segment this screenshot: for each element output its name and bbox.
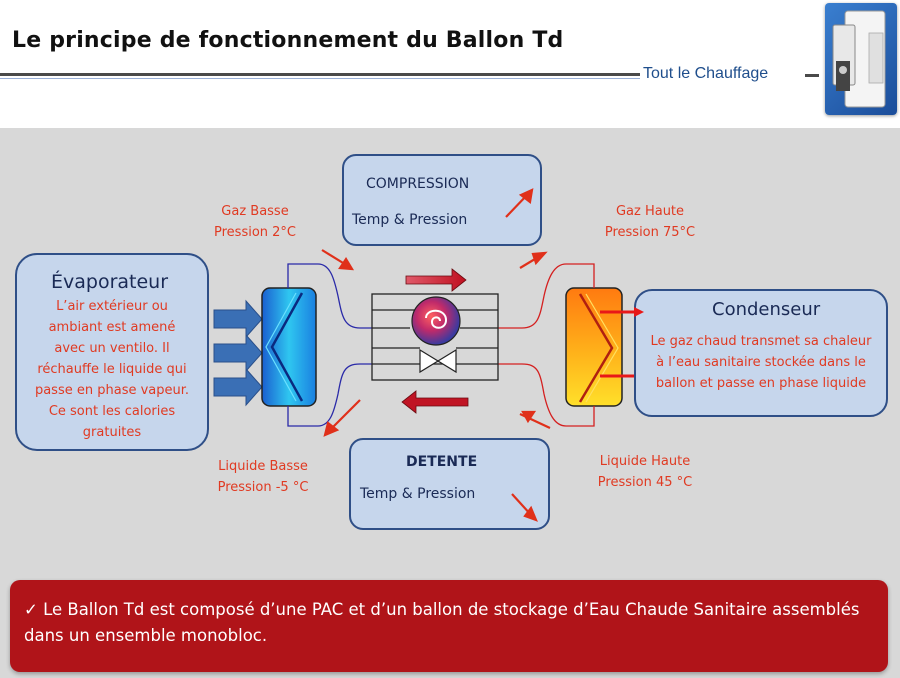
flow-arrow-right (405, 268, 467, 292)
liquide-haute-pressure: Pression 45 °C (597, 475, 693, 490)
summary-text: Le Ballon Td est composé d’une PAC et d’… (24, 600, 860, 645)
detente-title: DETENTE (406, 454, 478, 470)
summary-banner: ✓ Le Ballon Td est composé d’une PAC et … (10, 580, 888, 672)
air-inlet-arrows (213, 299, 263, 407)
compressor-icon (411, 296, 461, 346)
condenseur-line: Le gaz chaud transmet sa chaleur (650, 334, 872, 349)
condenseur-line: à l’eau sanitaire stockée dans le (656, 355, 866, 370)
page-title: Le principe de fonctionnement du Ballon … (12, 28, 564, 53)
compression-subtitle: Temp & Pression (352, 212, 468, 228)
product-logo (825, 3, 897, 115)
compression-box: COMPRESSION Temp & Pression (342, 154, 542, 246)
evaporateur-line: gratuites (82, 425, 142, 440)
evaporateur-line: passe en phase vapeur. (34, 383, 190, 398)
low-pressure-piping (287, 263, 372, 427)
evaporateur-line: L’air extérieur ou (56, 299, 168, 314)
expansion-valve-icon (419, 348, 457, 374)
header: Le principe de fonctionnement du Ballon … (0, 0, 900, 128)
condenseur-box: Condenseur Le gaz chaud transmet sa chal… (634, 289, 888, 417)
flow-arrow-left (401, 390, 469, 414)
evaporateur-box: Évaporateur L’air extérieur ou ambiant e… (15, 253, 209, 451)
central-circuit (371, 293, 499, 381)
gaz-basse-pressure: Pression 2°C (214, 225, 296, 240)
gaz-haute-label: Gaz Haute (615, 204, 685, 219)
evaporateur-title: Évaporateur (51, 271, 169, 293)
evaporateur-line: Ce sont les calories (48, 404, 176, 419)
heat-pump-icon (832, 10, 886, 108)
gaz-basse-label: Gaz Basse (221, 204, 289, 219)
condenseur-line: ballon et passe en phase liquide (655, 376, 867, 391)
detente-box: DETENTE Temp & Pression (349, 438, 550, 530)
liquide-basse-pressure: Pression -5 °C (217, 480, 309, 495)
evaporateur-line: avec un ventilo. Il (54, 341, 170, 356)
high-pressure-piping (498, 263, 595, 427)
check-icon: ✓ (24, 600, 38, 619)
evaporateur-line: réchauffe le liquide qui (37, 362, 187, 377)
header-divider-thin (0, 78, 640, 79)
liquide-basse-label: Liquide Basse (218, 459, 308, 474)
compression-title: COMPRESSION (366, 176, 470, 192)
header-divider (0, 73, 640, 76)
detente-subtitle: Temp & Pression (360, 486, 476, 502)
condenseur-title: Condenseur (712, 299, 821, 320)
gaz-haute-pressure: Pression 75°C (604, 225, 696, 240)
liquide-haute-label: Liquide Haute (599, 454, 691, 469)
brand-divider (805, 74, 819, 77)
brand-label: Tout le Chauffage (643, 65, 769, 82)
condenser-exchanger (565, 287, 623, 407)
evaporateur-line: ambiant est amené (48, 320, 176, 335)
evaporator-exchanger (261, 287, 317, 407)
